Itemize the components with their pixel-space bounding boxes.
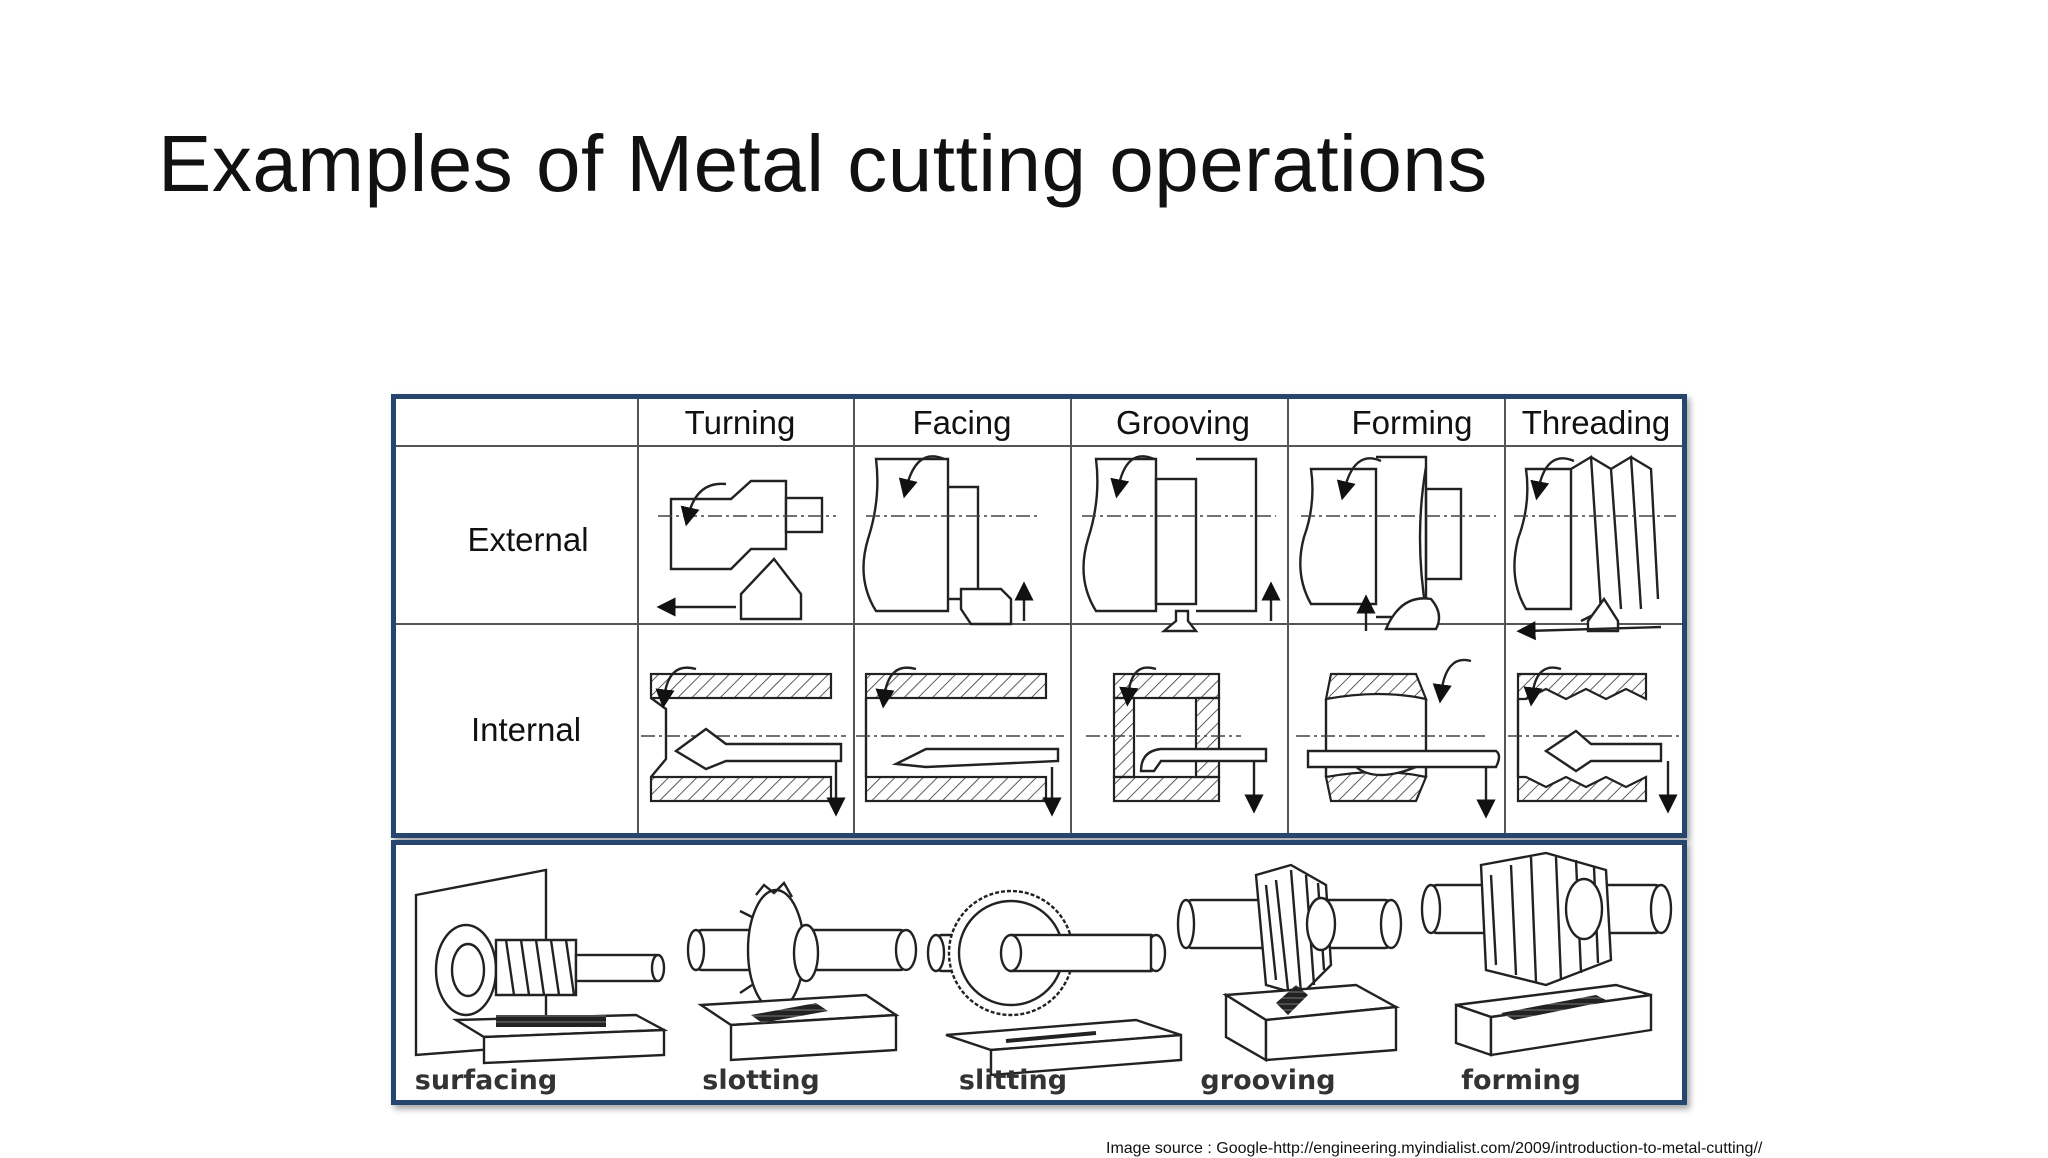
lathe-table-drawing: Turning Facing Grooving Forming Threadin…	[396, 399, 1682, 833]
external-facing-diagram	[862, 455, 1041, 626]
row-label-external: External	[467, 521, 588, 558]
milling-label-forming: forming	[1461, 1065, 1581, 1096]
table-grid	[396, 399, 1682, 833]
lathe-operations-table: Turning Facing Grooving Forming Threadin…	[391, 394, 1687, 838]
milling-drawing: surfacing slotting slitting grooving for…	[414, 851, 1673, 1096]
column-header-turning: Turning	[685, 404, 796, 441]
milling-slitting-diagram	[926, 889, 1183, 1077]
milling-forming-diagram	[1420, 851, 1673, 1057]
milling-operations-panel: surfacing slotting slitting grooving for…	[391, 840, 1687, 1105]
milling-label-slitting: slitting	[959, 1065, 1067, 1096]
image-source-caption: Image source : Google-http://engineering…	[1106, 1140, 1763, 1157]
milling-label-grooving: grooving	[1200, 1065, 1335, 1096]
column-header-grooving: Grooving	[1116, 404, 1250, 441]
internal-threading-diagram	[1508, 666, 1681, 814]
column-header-forming: Forming	[1351, 404, 1472, 441]
external-threading-diagram	[1513, 454, 1676, 641]
external-turning-diagram	[656, 479, 836, 621]
column-header-threading: Threading	[1522, 404, 1671, 441]
milling-surfacing-diagram	[414, 868, 669, 1065]
milling-grooving-diagram	[1176, 863, 1403, 1063]
internal-grooving-diagram	[1086, 666, 1268, 814]
slide-title: Examples of Metal cutting operations	[158, 119, 1488, 208]
external-forming-diagram	[1299, 455, 1496, 631]
row-label-internal: Internal	[471, 711, 581, 748]
column-header-facing: Facing	[912, 404, 1011, 441]
internal-forming-diagram	[1296, 658, 1501, 819]
internal-facing-diagram	[856, 666, 1064, 817]
milling-label-surfacing: surfacing	[415, 1065, 557, 1096]
milling-slotting-diagram	[686, 881, 918, 1062]
external-grooving-diagram	[1082, 455, 1281, 633]
milling-label-slotting: slotting	[702, 1065, 820, 1096]
internal-turning-diagram	[641, 666, 846, 817]
